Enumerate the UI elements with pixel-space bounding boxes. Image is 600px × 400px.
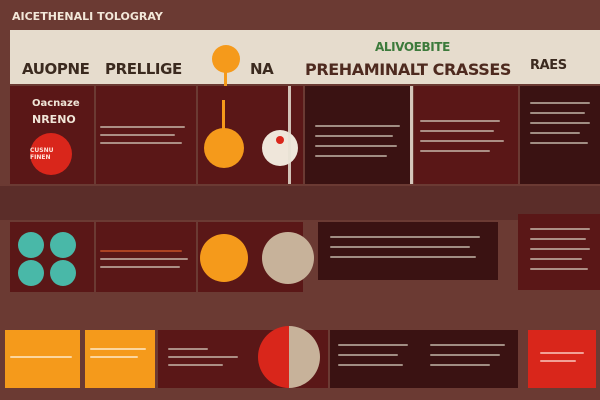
mid-band [0, 186, 600, 220]
row2-text-line [100, 250, 182, 252]
row2-teal-dot-4 [50, 260, 76, 286]
row1-red-badge-label: CUSNU FINEN [30, 147, 54, 161]
header-col-4: PREHAMINALT CRASSES [305, 60, 512, 79]
row3-split-circle [258, 326, 320, 388]
row3-orange2-line [90, 348, 146, 350]
row2-tan-circle [262, 232, 314, 284]
row1-right3-line [530, 122, 590, 124]
row1-right3-line [530, 132, 580, 134]
row2-far-right-panel [518, 214, 600, 290]
row3-orange-block-2 [85, 330, 155, 388]
row1-right2-line [420, 120, 500, 122]
header-col-2: PRELLIGE [105, 60, 182, 78]
row2-far-right-line [530, 248, 590, 250]
row1-left-title-2: NRENO [32, 113, 76, 126]
row1-right-panel-2 [414, 86, 518, 184]
row3-right-line [338, 344, 408, 346]
row1-text-line [100, 142, 182, 144]
row3-orange2-line [90, 356, 138, 358]
row2-teal-dot-2 [50, 232, 76, 258]
row2-far-right-line [530, 238, 586, 240]
row3-text-line [168, 364, 223, 366]
row3-right-line [338, 354, 398, 356]
row2-text-line [100, 258, 188, 260]
row2-teal-dot-3 [18, 260, 44, 286]
row3-orange-block [5, 330, 80, 388]
header-col-1: AUOPNE [22, 60, 90, 78]
row1-text-line [100, 126, 185, 128]
row1-right3-line [530, 142, 588, 144]
row2-right-line [330, 256, 476, 258]
row3-red-line [540, 352, 584, 354]
row1-red-badge: CUSNU FINEN [30, 133, 72, 175]
row2-text-line [100, 266, 180, 268]
header-sub-label: ALIVOEBITE [375, 40, 450, 54]
row3-right-line [430, 354, 500, 356]
row3-right-line [430, 364, 490, 366]
row1-right3-line [530, 112, 585, 114]
row1-right3-line [530, 102, 590, 104]
row1-right-line [315, 145, 397, 147]
row1-right-line [315, 155, 387, 157]
row1-divider [288, 86, 291, 184]
row1-right-line [315, 135, 393, 137]
header-col-5: RAES [530, 58, 567, 73]
row3-text-panel [158, 330, 248, 388]
row1-right-panel-3 [520, 86, 600, 184]
header-col-3: NA [250, 60, 274, 78]
row1-right2-line [420, 150, 490, 152]
page-title: AICETHENALI TOLOGRAY [12, 10, 163, 23]
row2-right-line [330, 236, 480, 238]
row2-right-line [330, 246, 470, 248]
row3-right-line [338, 364, 403, 366]
row1-divider-2 [410, 86, 413, 184]
row1-cream-icon [276, 136, 284, 144]
row2-far-right-line [530, 268, 588, 270]
row1-right-line [315, 125, 400, 127]
row3-text-line [168, 348, 208, 350]
row1-left-title-1: Oacnaze [32, 98, 80, 109]
row2-teal-dot-1 [18, 232, 44, 258]
row3-orange-line [10, 356, 72, 358]
row1-text-line [100, 134, 175, 136]
row3-red-block [528, 330, 596, 388]
row2-far-right-line [530, 258, 582, 260]
row2-text-panel-1 [96, 222, 196, 292]
top-header-band [10, 30, 600, 84]
row1-orange-stem [222, 100, 225, 130]
row3-right-panel [330, 330, 518, 388]
row1-right2-line [420, 140, 504, 142]
row2-right-panel [318, 222, 498, 280]
row1-right2-line [420, 130, 494, 132]
row3-right-line [430, 344, 505, 346]
row1-orange-circle [204, 128, 244, 168]
top-orange-dot [212, 45, 240, 73]
row2-far-right-line [530, 228, 590, 230]
row3-text-line [168, 356, 238, 358]
row2-orange-circle [200, 234, 248, 282]
row3-red-line [540, 360, 576, 362]
